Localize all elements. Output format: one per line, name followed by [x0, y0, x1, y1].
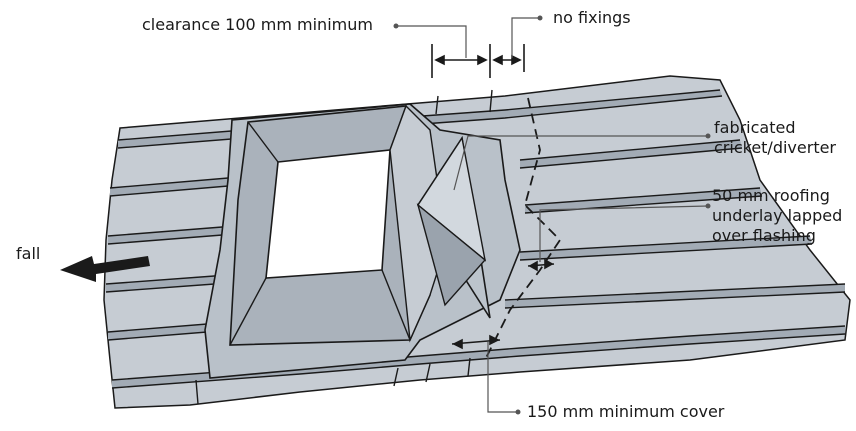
cricket-shadow	[416, 203, 487, 307]
leader-lines	[396, 17, 709, 413]
leader-dots	[393, 15, 711, 415]
fall-arrow	[60, 256, 150, 282]
label-underlay-line-2: underlay lapped	[712, 206, 843, 225]
label-cricket: fabricated cricket/diverter	[714, 118, 836, 158]
label-clearance: clearance 100 mm minimum	[142, 15, 373, 34]
label-fall: fall	[16, 244, 41, 263]
label-no-fixings: no fixings	[553, 8, 631, 27]
label-cover: 150 mm minimum cover	[527, 402, 725, 421]
label-underlay: 50 mm roofing underlay lapped over flash…	[712, 186, 842, 246]
roof-opening	[265, 149, 391, 279]
dimension-marks	[431, 44, 555, 350]
label-underlay-line-1: 50 mm roofing	[712, 186, 830, 205]
sheet-joints	[195, 89, 493, 405]
label-cricket-line-1: fabricated	[714, 118, 796, 137]
label-cricket-line-2: cricket/diverter	[714, 138, 837, 157]
upstand-side	[389, 104, 441, 343]
underlay-lap-line	[484, 97, 562, 361]
label-underlay-line-3: over flashing	[712, 226, 816, 245]
